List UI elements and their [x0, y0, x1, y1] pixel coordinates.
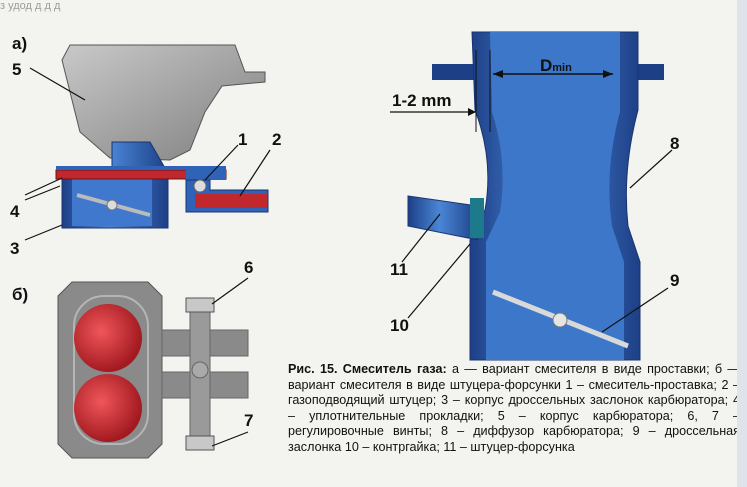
figure-diffuser	[390, 31, 664, 361]
figure-caption: Рис. 15. Смеситель газа: а — вариант сме…	[288, 362, 740, 456]
label-dmin: Dmin	[540, 56, 572, 75]
label-7: 7	[244, 411, 254, 430]
label-6: 6	[244, 258, 254, 277]
figure-a-spacer-mixer	[55, 44, 269, 229]
label-5: 5	[12, 60, 22, 79]
label-gap: 1-2 mm	[392, 91, 452, 110]
figure-b-nozzle-mixer	[57, 281, 249, 459]
label-2: 2	[272, 130, 282, 149]
label-b: б)	[12, 285, 29, 304]
label-4: 4	[10, 202, 20, 221]
top-text-fragment: з удод д д д	[0, 0, 61, 12]
label-3: 3	[10, 239, 20, 258]
label-10: 10	[390, 316, 409, 335]
caption-title: Рис. 15. Смеситель газа:	[288, 362, 447, 376]
label-9: 9	[670, 271, 680, 290]
label-11: 11	[390, 260, 408, 279]
caption-body: а — вариант смесителя в виде проставки; …	[288, 362, 740, 454]
label-8: 8	[670, 134, 680, 153]
right-edge-strip	[737, 0, 747, 487]
label-a: а)	[12, 34, 28, 53]
label-1: 1	[238, 130, 248, 149]
